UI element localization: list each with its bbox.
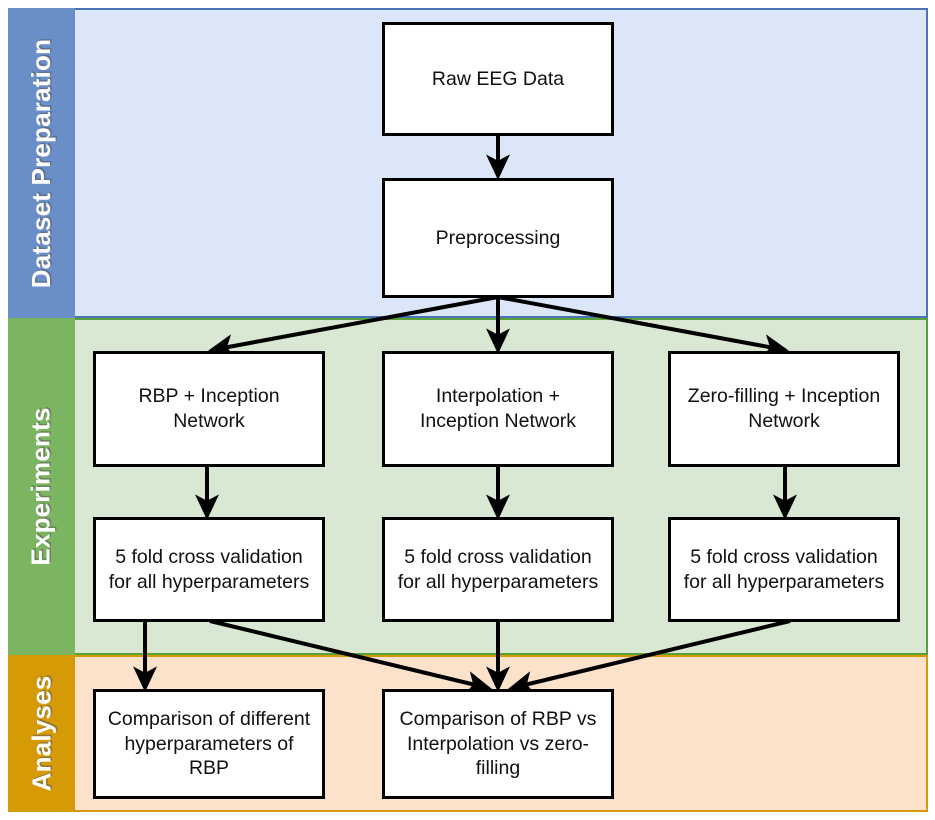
node-comparison-hyperparameters-line-2: hyperparameters of — [124, 732, 294, 755]
node-rbp-inception-line-1: RBP + Inception — [138, 385, 280, 408]
node-cv-right-line-1: 5 fold cross validation — [690, 545, 878, 568]
node-cv-center[interactable]: 5 fold cross validation for all hyperpar… — [382, 517, 614, 622]
band-label-dataset-preparation-text: Dataset Preparation — [26, 38, 57, 288]
band-label-analyses-text: Analyses — [26, 675, 57, 792]
node-interpolation-inception-line-2: Inception Network — [419, 410, 577, 432]
node-raw-eeg-data-line-1: Raw EEG Data — [431, 67, 565, 90]
band-label-experiments-text: Experiments — [26, 407, 57, 566]
node-cv-center-line-1: 5 fold cross validation — [404, 545, 592, 568]
node-comparison-methods[interactable]: Comparison of RBP vs Interpolation vs ze… — [382, 689, 614, 799]
node-comparison-methods-line-2: Interpolation vs zero- — [406, 732, 590, 755]
node-cv-right[interactable]: 5 fold cross validation for all hyperpar… — [668, 517, 900, 622]
band-label-dataset-preparation: Dataset Preparation — [8, 8, 75, 318]
node-interpolation-inception[interactable]: Interpolation + Inception Network — [382, 351, 614, 467]
node-rbp-inception[interactable]: RBP + Inception Network — [93, 351, 325, 467]
node-cv-center-line-2: for all hyperparameters — [397, 570, 599, 593]
band-label-analyses: Analyses — [8, 655, 75, 812]
node-comparison-hyperparameters-line-3: RBP — [188, 757, 230, 780]
node-raw-eeg-data[interactable]: Raw EEG Data — [382, 22, 614, 136]
node-preprocessing[interactable]: Preprocessing — [382, 178, 614, 298]
node-comparison-methods-line-3: filling — [475, 757, 521, 780]
node-comparison-hyperparameters[interactable]: Comparison of different hyperparameters … — [93, 689, 325, 799]
node-comparison-hyperparameters-line-1: Comparison of different — [107, 707, 311, 730]
node-comparison-methods-line-1: Comparison of RBP vs — [399, 707, 597, 730]
node-interpolation-inception-line-1: Interpolation + — [435, 385, 561, 408]
node-cv-left-line-2: for all hyperparameters — [108, 570, 310, 593]
node-cv-right-line-2: for all hyperparameters — [683, 570, 885, 593]
node-cv-left-line-1: 5 fold cross validation — [115, 545, 303, 568]
node-zerofilling-inception-line-2: Network — [748, 410, 820, 432]
node-cv-left[interactable]: 5 fold cross validation for all hyperpar… — [93, 517, 325, 622]
node-rbp-inception-line-2: Network — [173, 410, 245, 432]
node-zerofilling-inception[interactable]: Zero-filling + Inception Network — [668, 351, 900, 467]
band-label-experiments: Experiments — [8, 318, 75, 655]
node-zerofilling-inception-line-1: Zero-filling + Inception — [687, 385, 881, 408]
node-preprocessing-line-1: Preprocessing — [435, 226, 561, 249]
